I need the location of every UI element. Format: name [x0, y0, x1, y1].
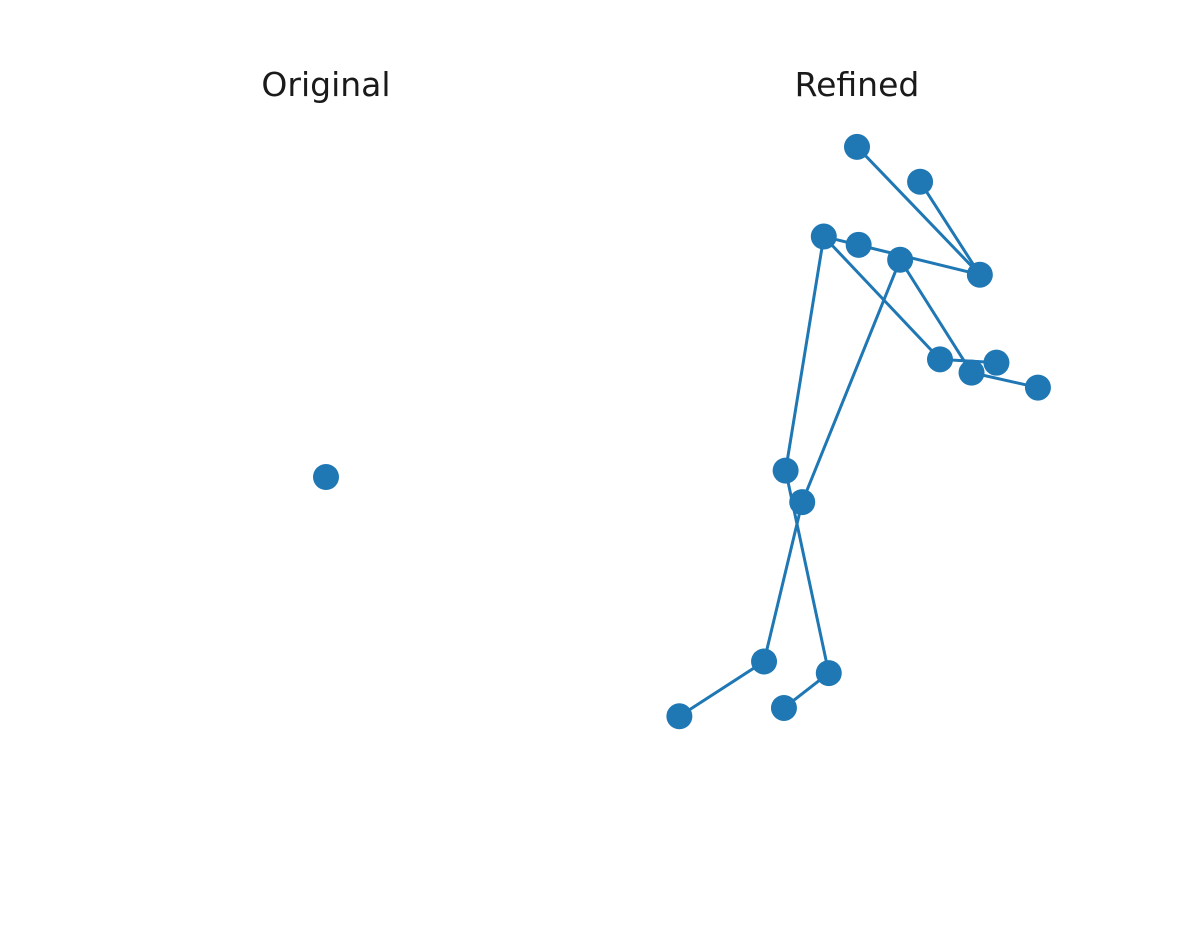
panel-refined: Refined: [666, 65, 1051, 730]
skeleton-edge: [762, 500, 804, 663]
skeleton-edge: [855, 145, 982, 277]
keypoint-marker: [313, 464, 339, 490]
panel-original-title: Original: [261, 65, 390, 104]
skeleton-edge: [898, 258, 974, 375]
keypoint-marker: [983, 349, 1010, 376]
skeleton-edge: [677, 659, 766, 718]
skeleton-edge: [800, 258, 902, 504]
skeleton-edge: [918, 180, 982, 277]
skeleton-edge: [784, 235, 826, 473]
keypoint-marker: [887, 246, 914, 273]
panel-refined-title: Refined: [795, 65, 920, 104]
keypoint-marker: [844, 133, 870, 160]
keypoint-marker: [770, 694, 797, 721]
skeleton-edge: [822, 235, 942, 361]
keypoint-marker: [810, 223, 837, 250]
keypoint-marker: [815, 660, 842, 687]
keypoint-marker: [751, 648, 778, 675]
keypoint-marker: [927, 346, 953, 373]
keypoint-marker: [666, 703, 693, 730]
panel-original-marks: [313, 464, 339, 490]
keypoint-marker: [907, 168, 934, 195]
keypoint-marker: [845, 231, 872, 258]
keypoint-marker: [1024, 374, 1051, 401]
panel-original: Original: [261, 65, 391, 490]
keypoint-marker: [966, 261, 993, 288]
keypoint-marker: [958, 359, 985, 386]
keypoint-marker: [772, 457, 799, 484]
keypoint-marker: [789, 489, 816, 516]
panel-refined-marks: [666, 133, 1051, 730]
